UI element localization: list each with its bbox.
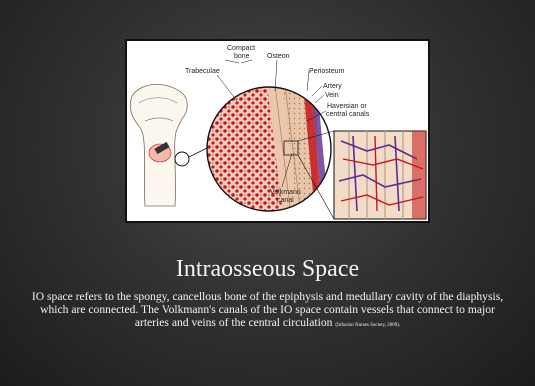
label-artery: Artery (323, 83, 342, 90)
label-vein: Vein (325, 92, 339, 99)
label-volkmann-2: canal (277, 197, 294, 204)
label-compact-bone-1: Compact (227, 45, 255, 52)
label-haversian-2: central canals (326, 111, 370, 118)
magnified-bone-circle (205, 85, 331, 215)
knee-joint-drawing (130, 84, 209, 206)
label-trabeculae: Trabeculae (185, 68, 220, 75)
label-haversian-1: Haversian or (327, 103, 367, 110)
label-periosteum: Periosteum (309, 68, 345, 75)
citation: (Infusion Nurses Society, 2009). (335, 323, 400, 328)
label-volkmann-1: Volkmann (270, 189, 301, 196)
volkmann-detail-inset (334, 131, 426, 219)
slide-title: Intraosseous Space (0, 255, 535, 283)
slide-body: IO space refers to the spongy, cancellou… (28, 290, 507, 333)
body-paragraph: IO space refers to the spongy, cancellou… (32, 290, 503, 329)
bone-illustration: Compact bone Osteon Trabeculae Periosteu… (127, 41, 428, 221)
label-compact-bone-2: bone (234, 53, 250, 60)
bone-anatomy-figure: Compact bone Osteon Trabeculae Periosteu… (125, 39, 430, 223)
label-osteon: Osteon (267, 53, 290, 60)
